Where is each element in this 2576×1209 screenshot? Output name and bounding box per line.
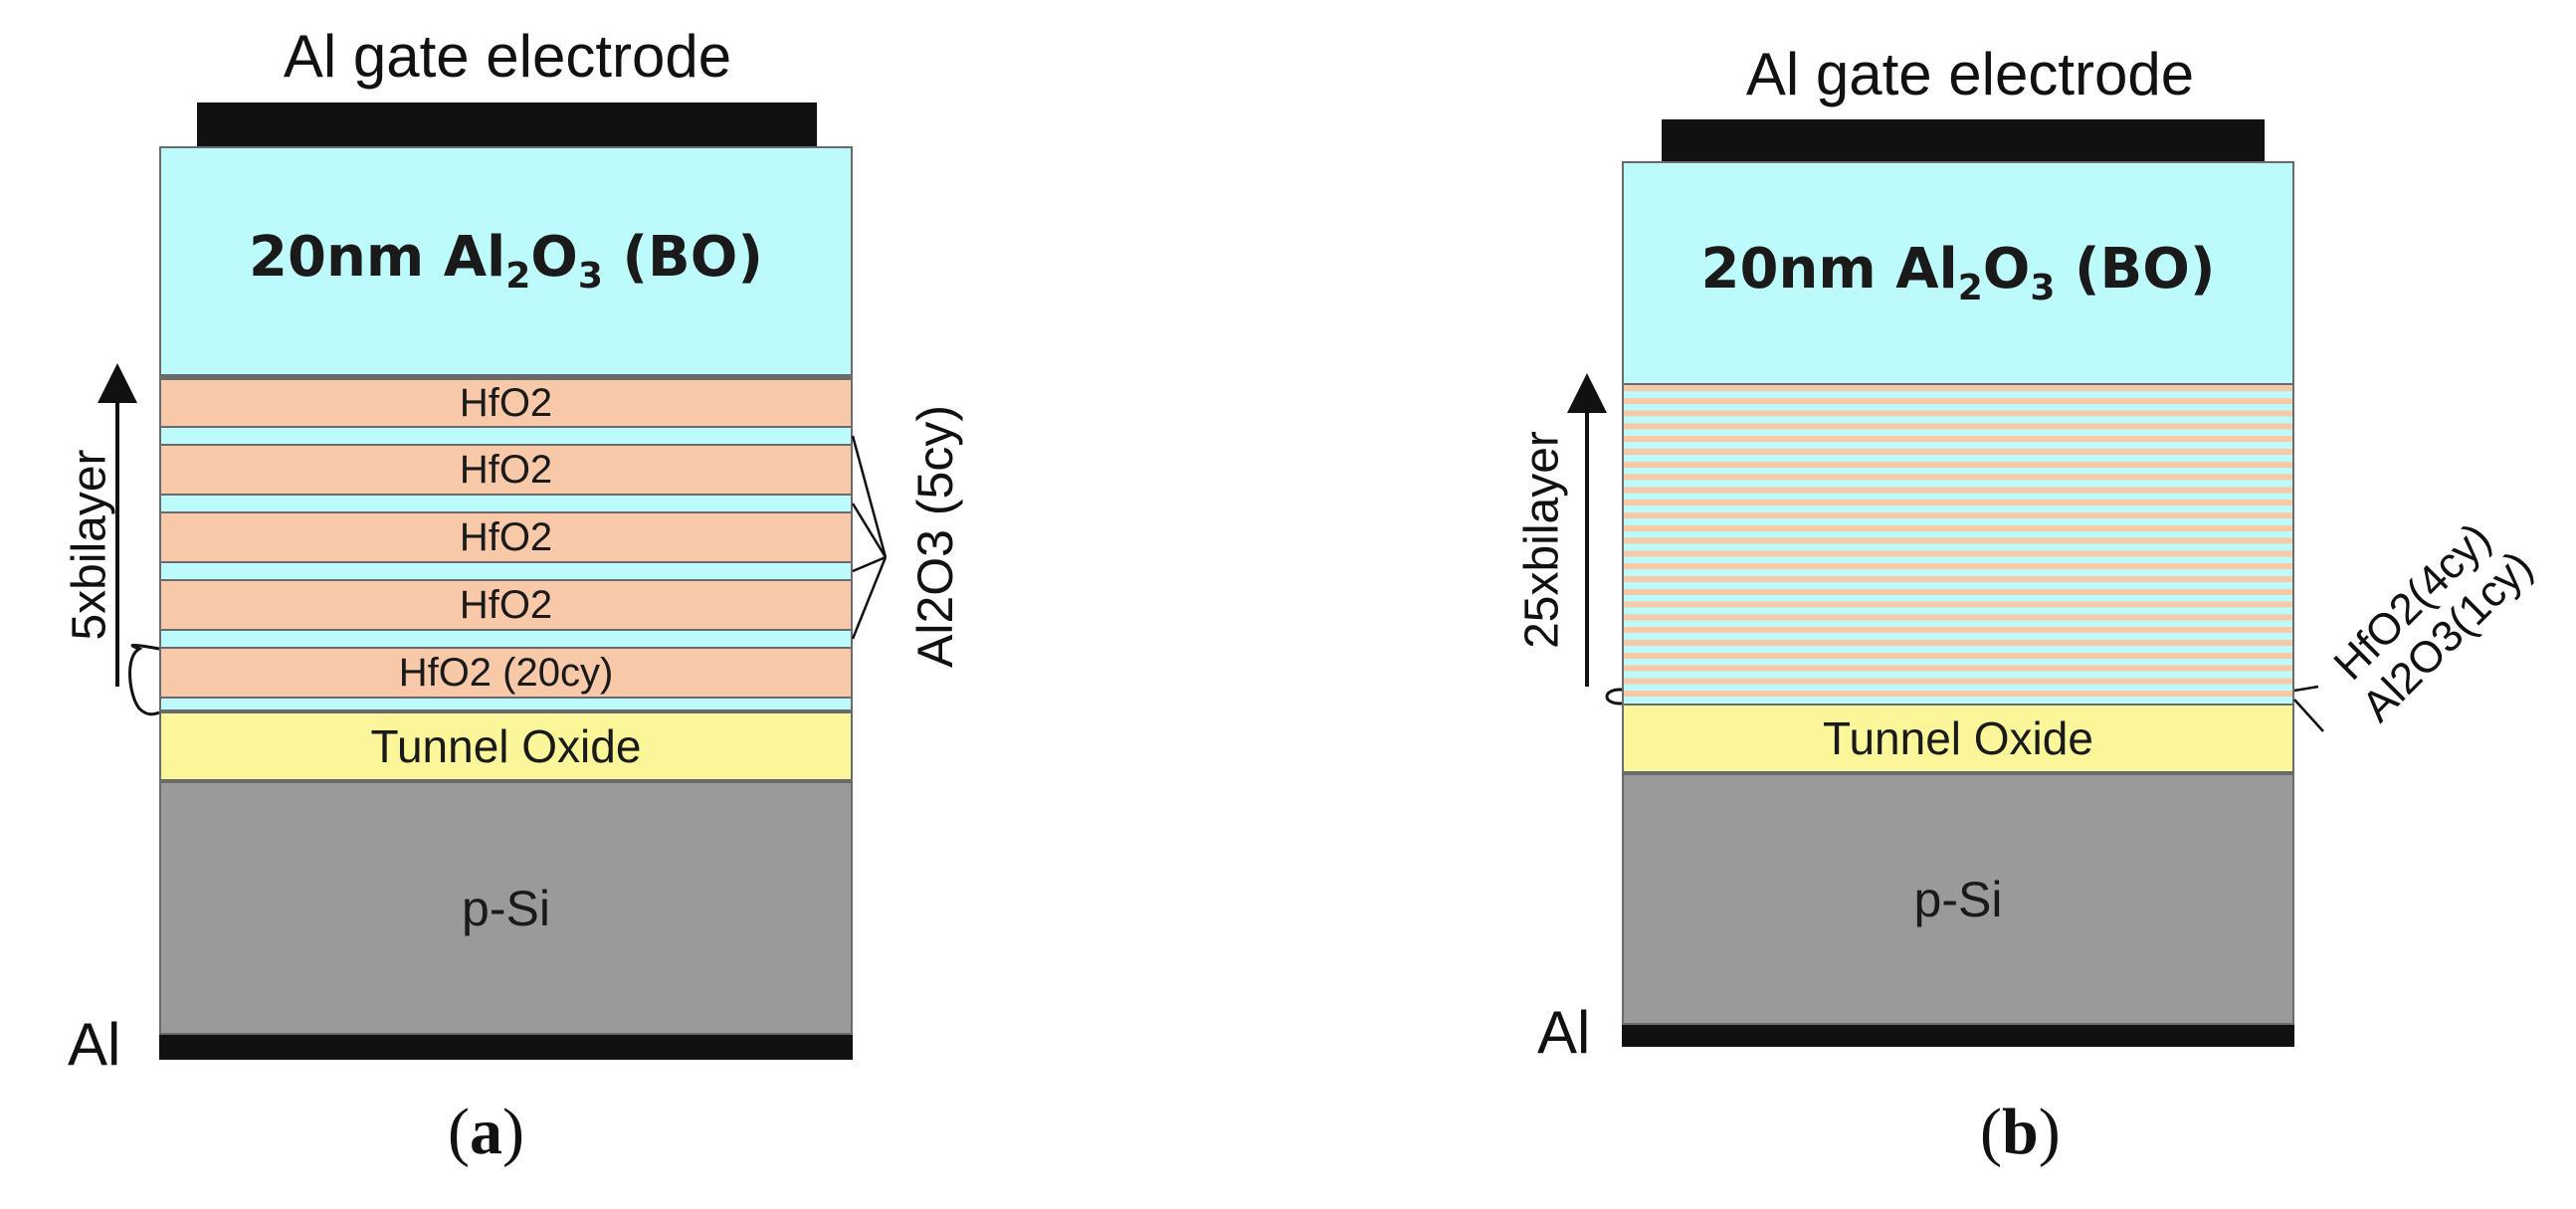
hfo2-layer-a-2: HfO2 xyxy=(159,444,853,496)
hfo2-leader-b xyxy=(2293,685,2319,693)
hfo2-label: HfO2 xyxy=(459,447,553,492)
tunnel-oxide-label-a: Tunnel Oxide xyxy=(370,720,642,772)
blocking-oxide-label-a: 20nm Al2O3 (BO) xyxy=(249,225,763,298)
substrate-label-b: p-Si xyxy=(1913,871,2003,927)
caption-a: (a) xyxy=(448,1096,524,1168)
caption-b: (b) xyxy=(1980,1096,2061,1168)
substrate-a: p-Si xyxy=(159,781,853,1035)
bilayer-bracket-b xyxy=(1605,688,1623,705)
hfo2-label: HfO2 xyxy=(459,380,553,425)
gate-electrode-b xyxy=(1662,119,2265,163)
substrate-b: p-Si xyxy=(1622,773,2294,1025)
al2o3-leader-a-1 xyxy=(851,435,888,558)
gate-electrode-label-b: Al gate electrode xyxy=(1745,41,2195,107)
hfo2-layer-a-5: HfO2 (20cy) xyxy=(159,647,853,699)
al2o3-leader-a-4 xyxy=(851,556,888,640)
nanolaminate-stack-b xyxy=(1622,385,2294,704)
tunnel-oxide-label-b: Tunnel Oxide xyxy=(1823,712,2093,764)
al2o3-leader-a-2 xyxy=(851,503,888,558)
hfo2-layer-a-4: HfO2 xyxy=(159,579,853,631)
back-contact-b xyxy=(1622,1025,2294,1047)
gate-electrode-label-a: Al gate electrode xyxy=(283,23,732,90)
al2o3-leader-b xyxy=(2293,699,2324,732)
back-contact-label-a: Al xyxy=(68,1011,121,1078)
blocking-oxide-b: 20nm Al2O3 (BO) xyxy=(1622,161,2294,385)
hfo2-layer-a-3: HfO2 xyxy=(159,511,853,563)
bilayer-bracket-a xyxy=(128,643,160,716)
hfo2-label: HfO2 (20cy) xyxy=(398,650,614,695)
substrate-label-a: p-Si xyxy=(462,880,550,936)
hfo2-layer-a-1: HfO2 xyxy=(159,378,853,428)
blocking-oxide-label-b: 20nm Al2O3 (BO) xyxy=(1700,237,2216,309)
back-contact-label-b: Al xyxy=(1537,999,1591,1066)
al2o3-leader-a-3 xyxy=(852,555,887,573)
hfo2-label: HfO2 xyxy=(459,582,553,627)
tunnel-oxide-b: Tunnel Oxide xyxy=(1622,704,2294,773)
tunnel-oxide-a: Tunnel Oxide xyxy=(159,711,853,781)
gate-electrode-a xyxy=(197,102,817,148)
blocking-oxide-a: 20nm Al2O3 (BO) xyxy=(159,146,853,376)
hfo2-label: HfO2 xyxy=(459,514,553,559)
back-contact-a xyxy=(159,1035,853,1060)
